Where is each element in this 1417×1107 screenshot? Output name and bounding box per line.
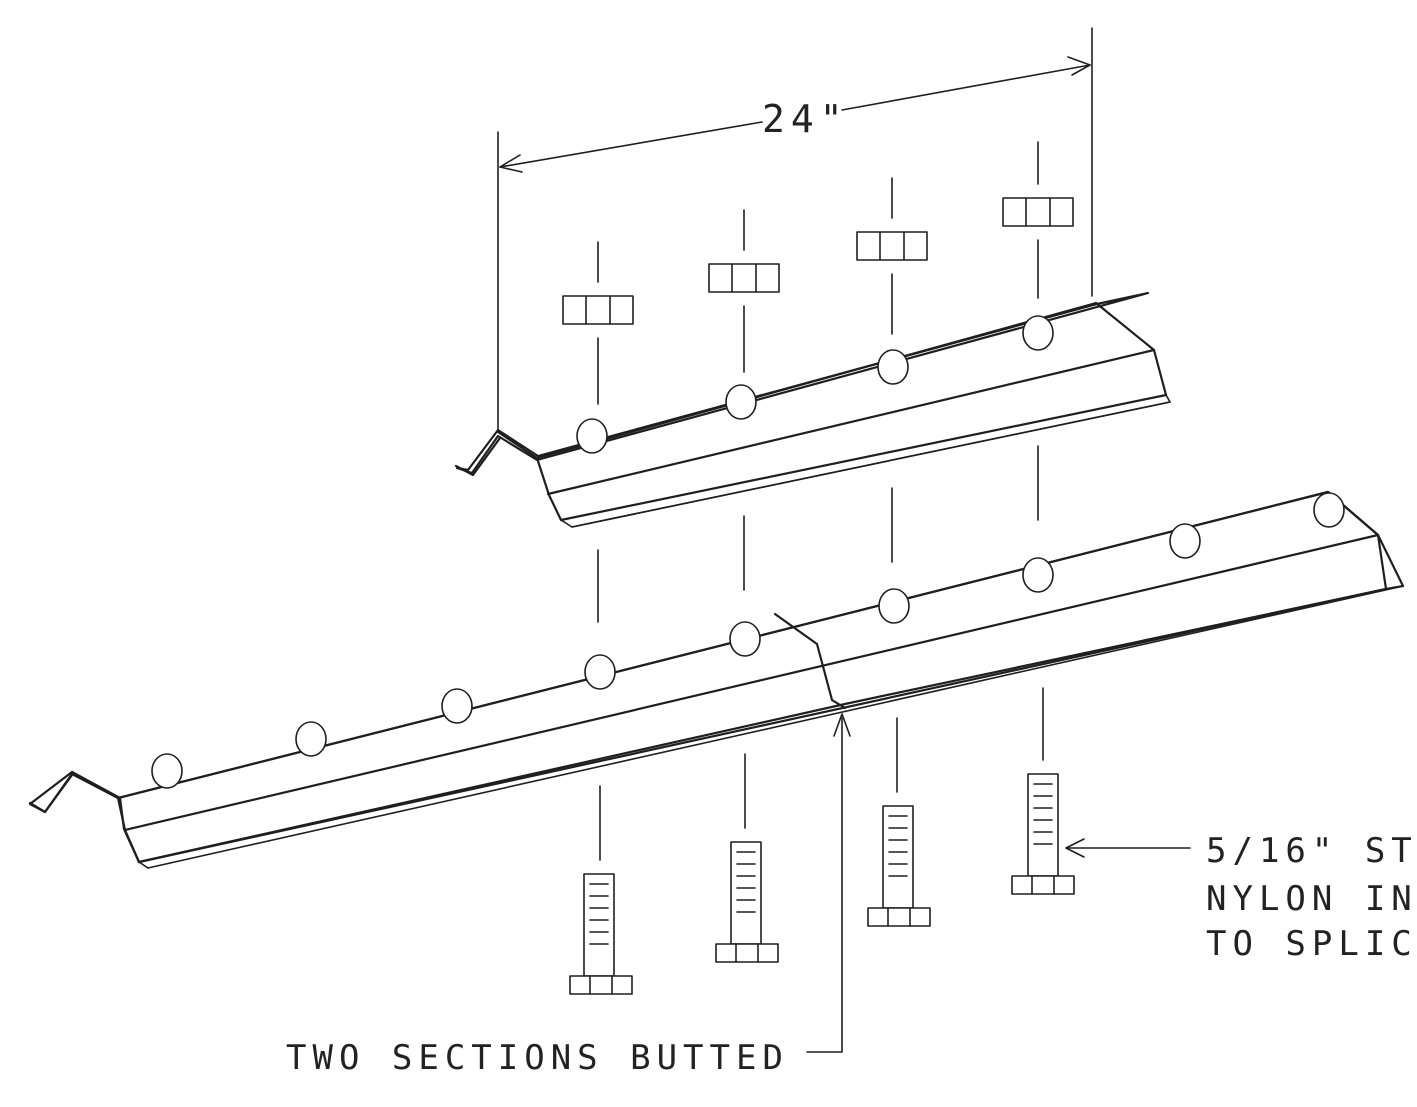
nut-4 [1002,197,1074,227]
lower-rail-sections [28,490,1405,869]
centerlines-upper [597,141,1039,405]
centerlines-lower [599,687,1044,861]
upper-splice-piece [454,291,1171,528]
butt-joint [773,612,847,710]
bolt-3 [867,805,931,927]
lower-hole-8 [1169,523,1201,559]
note-line-3: TO SPLIC [1206,924,1417,964]
lower-hole-5 [729,621,761,657]
dimension-extension-lines [497,27,1093,431]
upper-hole-3 [877,349,909,385]
nuts-group [562,197,1074,325]
bolts-group [569,773,1075,995]
lower-hole-3 [441,688,473,724]
lower-hole-1 [151,753,183,789]
dimension-label: 24" [762,97,849,141]
lower-hole-4 [584,654,616,690]
lower-hole-7 [1022,557,1054,593]
leader-note [1065,838,1191,858]
bolt-1 [569,873,633,995]
upper-hole-4 [1022,315,1054,351]
lower-hole-9 [1313,492,1345,528]
bolt-2 [715,841,779,963]
lower-hole-6 [878,588,910,624]
centerlines-between [597,445,1039,623]
note-line-1: 5/16" STA [1206,831,1417,871]
bolt-4 [1011,773,1075,895]
nut-3 [856,231,928,261]
nut-2 [708,263,780,293]
note-line-2: NYLON IN [1206,879,1417,919]
lower-hole-2 [295,721,327,757]
leader-butted [806,713,851,1053]
upper-hole-2 [725,384,757,420]
nut-1 [562,295,634,325]
dimension-line-24in: 24" [499,56,1091,173]
butted-label: TWO SECTIONS BUTTED [286,1038,789,1078]
upper-hole-1 [576,418,608,454]
